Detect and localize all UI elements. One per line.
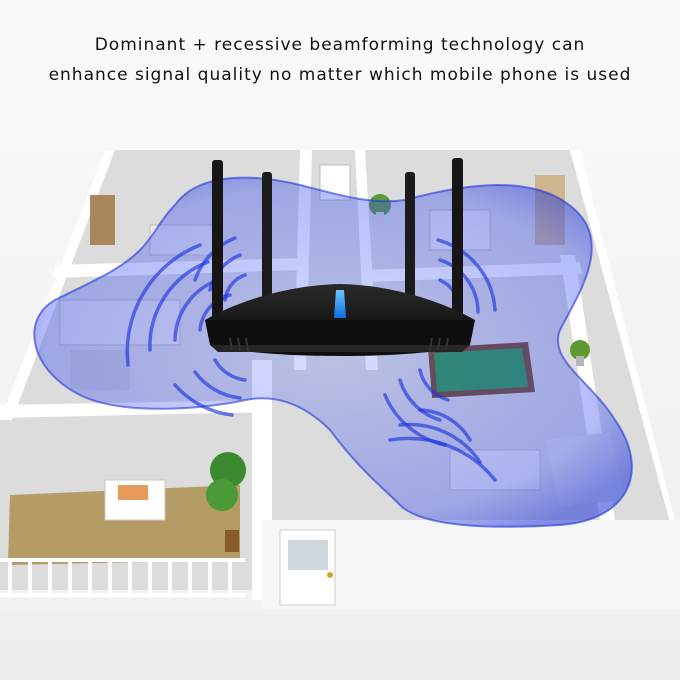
headline-line-2: enhance signal quality no matter which m… bbox=[48, 65, 632, 85]
antenna bbox=[452, 158, 463, 320]
antenna bbox=[212, 160, 223, 320]
plant bbox=[206, 452, 246, 552]
status-led bbox=[334, 290, 346, 318]
signal-waves-right bbox=[383, 238, 497, 482]
signal-waves-left bbox=[125, 236, 247, 417]
fence bbox=[0, 558, 245, 598]
headline-line-1: Dominant + recessive beamforming technol… bbox=[94, 35, 586, 55]
router-icon bbox=[205, 158, 475, 356]
headline: Dominant + recessive beamforming technol… bbox=[0, 30, 680, 90]
antenna bbox=[405, 172, 415, 312]
plant bbox=[570, 340, 590, 366]
antenna bbox=[262, 172, 272, 312]
